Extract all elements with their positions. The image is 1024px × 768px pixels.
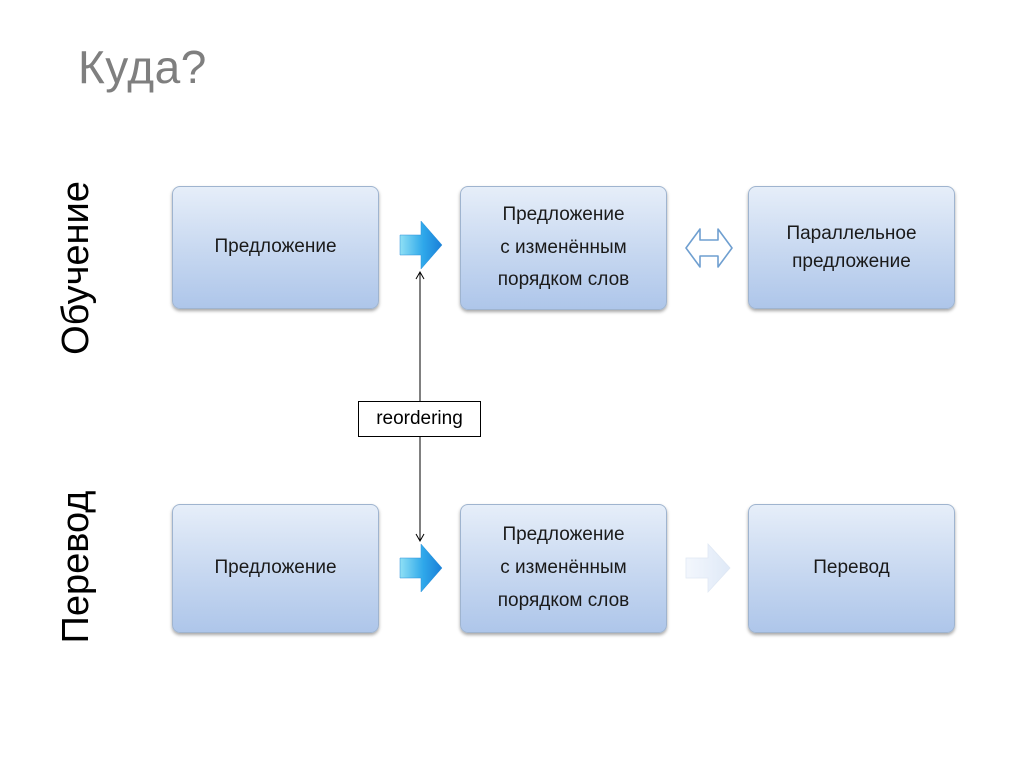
training-parallel-line-2: предложение <box>792 250 911 272</box>
translation-reordered-line-2: с изменённым <box>500 557 627 579</box>
training-reordered-text: Предложение с изменённым порядком слов <box>498 199 629 297</box>
translation-faded-arrow-icon <box>685 542 731 594</box>
training-sentence-text: Предложение <box>214 236 337 258</box>
reordering-label: reordering <box>358 401 481 437</box>
translation-reordered-text: Предложение с изменённым порядком слов <box>498 519 629 617</box>
training-reordered-box: Предложение с изменённым порядком слов <box>460 186 667 310</box>
training-reordered-line-2: с изменённым <box>500 236 627 258</box>
translation-sentence-text: Предложение <box>214 557 337 579</box>
translation-result-text: Перевод <box>813 557 890 579</box>
translation-result-box: Перевод <box>748 504 955 633</box>
training-parallel-line-1: Параллельное <box>786 222 917 244</box>
translation-arrow-right-icon <box>399 543 443 593</box>
translation-reordered-line-3: порядком слов <box>497 589 630 611</box>
slide-title: Куда? <box>78 41 207 93</box>
reordering-arrowhead-up-icon <box>415 270 425 280</box>
training-sentence-box: Предложение <box>172 186 379 309</box>
reordering-arrowhead-down-icon <box>415 533 425 543</box>
training-reordered-line-3: порядком слов <box>497 269 630 291</box>
translation-sentence-box: Предложение <box>172 504 379 633</box>
training-parallel-box: Параллельное предложение <box>748 186 955 309</box>
translation-reordered-box: Предложение с изменённым порядком слов <box>460 504 667 633</box>
translation-reordered-line-1: Предложение <box>502 524 625 546</box>
training-reordered-line-1: Предложение <box>502 203 625 225</box>
training-arrow-right-icon <box>399 220 443 270</box>
training-parallel-text: Параллельное предложение <box>786 220 916 275</box>
training-double-arrow-icon <box>685 228 733 268</box>
